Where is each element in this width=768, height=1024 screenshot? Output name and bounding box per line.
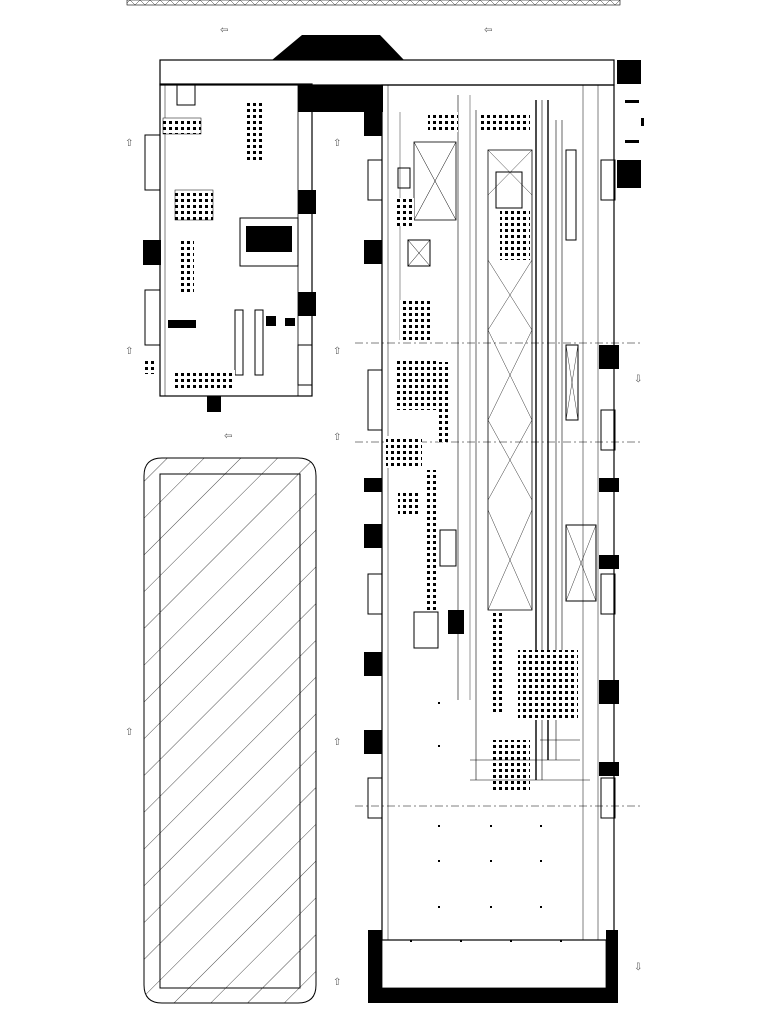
annotation-markers: ⇧ ⇧ ⇧ ⇧ ⇧ ⇧ ⇧ ⇧ ⇦ ⇦ ⇦ ⇩ ⇩ (125, 25, 642, 988)
north-marker: ⇧ (125, 346, 133, 357)
side-marker: ⇦ (220, 25, 228, 36)
north-marker: ⇧ (333, 346, 341, 357)
north-marker: ⇧ (125, 727, 133, 738)
north-marker: ⇧ (125, 138, 133, 149)
top-border-strip (126, 0, 621, 6)
main-hall (355, 60, 641, 1003)
north-marker: ⇧ (333, 432, 341, 443)
north-marker: ⇧ (333, 138, 341, 149)
side-marker: ⇦ (224, 431, 232, 442)
north-marker: ⇧ (333, 977, 341, 988)
roof-canopy (272, 35, 404, 60)
hatched-future-area (143, 457, 317, 1004)
aux-building (143, 59, 615, 412)
right-marker: ⇩ (634, 962, 642, 973)
right-marker: ⇩ (634, 374, 642, 385)
side-marker: ⇦ (484, 25, 492, 36)
north-marker: ⇧ (333, 737, 341, 748)
